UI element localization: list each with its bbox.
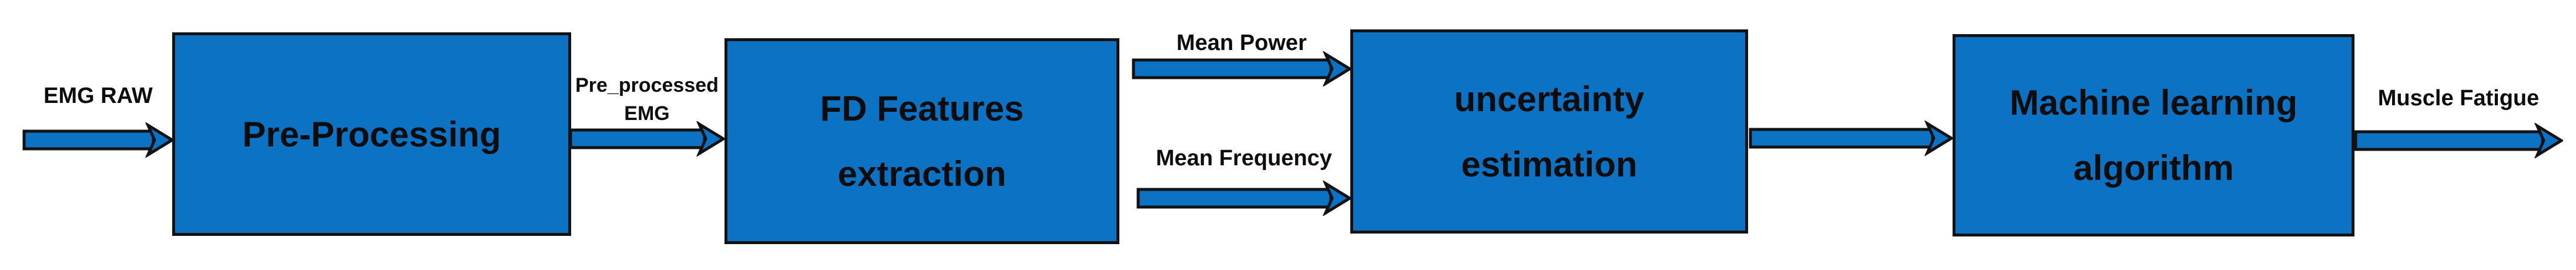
box-fd-features-extraction: FD Features extraction [724, 38, 1119, 244]
label-mean-frequency: Mean Frequency [1156, 146, 1332, 171]
box-pre-processing-label: Pre-Processing [242, 114, 501, 154]
label-emg-raw: EMG RAW [43, 84, 153, 108]
label-mean-power: Mean Power [1176, 31, 1307, 55]
arrow-mean-power [1132, 51, 1351, 86]
arrow-preprocessed-emg [569, 121, 725, 156]
label-muscle-fatigue: Muscle Fatigue [2377, 86, 2540, 111]
box-fd-features-label-2: extraction [837, 154, 1007, 194]
arrow-mean-frequency [1136, 181, 1351, 216]
arrow-uncertainty-to-ml [1749, 121, 1953, 156]
box-ml-label: Machine learning [2009, 83, 2298, 122]
box-ml-label-2: algorithm [2073, 148, 2234, 188]
label-preprocessed-line2: EMG [624, 102, 670, 125]
arrow-emg-raw-input [22, 122, 174, 158]
box-fd-features-label: FD Features [820, 89, 1024, 128]
label-preprocessed-emg: Pre_processed EMG [566, 72, 727, 128]
box-pre-processing: Pre-Processing [172, 32, 571, 236]
box-machine-learning-algorithm: Machine learning algorithm [1953, 34, 2354, 236]
box-uncertainty-label: uncertainty [1454, 79, 1645, 119]
box-uncertainty-estimation: uncertainty estimation [1350, 29, 1748, 234]
label-preprocessed-line1: Pre_processed [575, 74, 719, 96]
arrow-muscle-fatigue-output [2354, 123, 2563, 158]
box-uncertainty-label-2: estimation [1461, 144, 1638, 184]
